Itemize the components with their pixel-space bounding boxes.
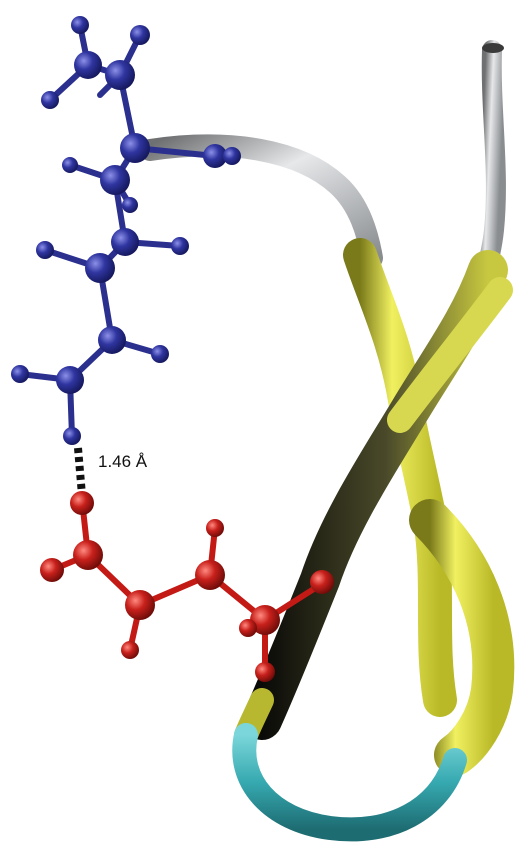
ribbon-beta-strands	[234, 238, 515, 776]
ribbon-cyan-loop	[232, 723, 467, 842]
blue-atoms	[11, 16, 241, 445]
hydrogen-bond-dashed	[74, 447, 86, 496]
red-atoms	[40, 491, 334, 682]
bond-distance-label: 1.46 Å	[98, 452, 148, 471]
